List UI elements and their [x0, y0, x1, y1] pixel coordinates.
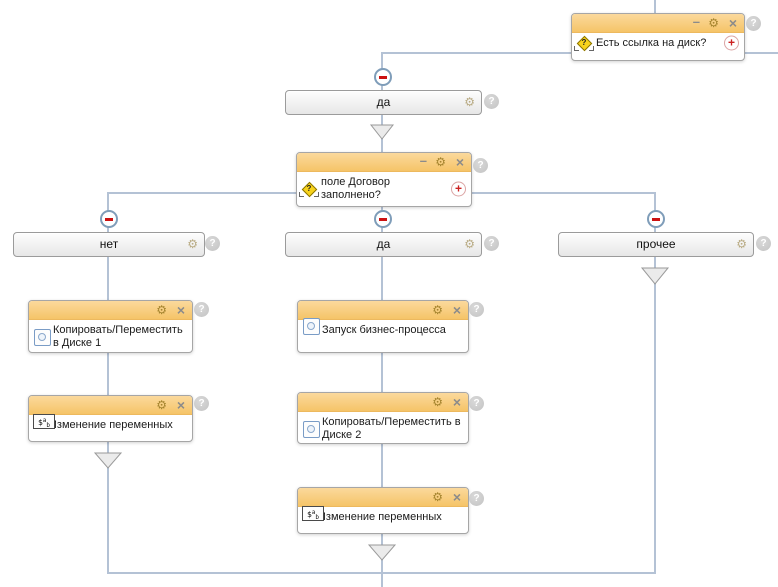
settings-icon[interactable]: ⚙ [156, 303, 167, 317]
collapse-toggle[interactable] [647, 210, 665, 228]
collapse-toggle[interactable] [100, 210, 118, 228]
action-copy-move-disk2[interactable]: ⚙ × Копировать/Переместить в Диске 2 [297, 392, 469, 444]
block-header: ⚙ × [298, 301, 468, 320]
settings-icon[interactable]: ⚙ [156, 398, 167, 412]
close-icon[interactable]: × [452, 394, 461, 410]
copy-move-icon [303, 420, 320, 438]
add-branch-button[interactable]: + [451, 181, 466, 196]
settings-icon[interactable]: ⚙ [435, 155, 446, 169]
action-modify-variables-left[interactable]: ⚙ × $ab Изменение переменных [28, 395, 193, 442]
block-title: Есть ссылка на диск? [596, 37, 707, 49]
settings-icon[interactable]: ⚙ [708, 16, 719, 30]
block-body: $ab Изменение переменных [298, 506, 468, 527]
block-header: ⚙ × [29, 301, 192, 320]
variables-icon: $ab [302, 506, 324, 521]
connector-line [382, 257, 656, 574]
block-body: $ab Изменение переменных [29, 414, 192, 435]
settings-icon[interactable]: ⚙ [432, 490, 443, 504]
copy-move-icon [34, 328, 51, 346]
help-icon[interactable]: ? [469, 396, 484, 411]
block-body: ? поле Договор заполнено? + [297, 172, 471, 205]
block-title: поле Договор заполнено? [321, 176, 390, 201]
minus-icon [379, 75, 387, 79]
connector-line [470, 192, 656, 232]
close-icon[interactable]: × [452, 489, 461, 505]
help-icon[interactable]: ? [205, 236, 220, 251]
settings-icon[interactable]: ⚙ [736, 237, 747, 251]
block-header: – ⚙ × [297, 153, 471, 172]
branch-no[interactable]: нет ⚙ [13, 232, 205, 257]
branch-label: нет [99, 237, 119, 251]
add-branch-button[interactable]: + [724, 35, 739, 51]
flow-arrow [93, 452, 123, 469]
connector-line [107, 440, 382, 574]
start-bp-icon [303, 318, 320, 335]
minimize-icon[interactable]: – [692, 14, 700, 29]
condition-block-disk-link[interactable]: – ⚙ × ? Есть ссылка на диск? + [571, 13, 745, 61]
block-header: ⚙ × [298, 393, 468, 412]
collapse-toggle[interactable] [374, 68, 392, 86]
help-icon[interactable]: ? [484, 94, 499, 109]
connector-line [381, 52, 571, 90]
settings-icon[interactable]: ⚙ [187, 237, 198, 251]
close-icon[interactable]: × [728, 15, 737, 31]
close-icon[interactable]: × [455, 154, 464, 170]
block-header: ⚙ × [29, 396, 192, 415]
block-title: Копировать/Переместить в Диске 1 [53, 324, 183, 349]
help-icon[interactable]: ? [469, 491, 484, 506]
branch-label: прочее [636, 237, 676, 251]
minus-icon [105, 217, 113, 221]
block-body: Копировать/Переместить в Диске 2 [298, 412, 468, 445]
flow-arrow [367, 544, 397, 561]
branch-label: да [376, 237, 391, 251]
minimize-icon[interactable]: – [419, 153, 427, 168]
settings-icon[interactable]: ⚙ [432, 303, 443, 317]
close-icon[interactable]: × [176, 302, 185, 318]
condition-block-contract-filled[interactable]: – ⚙ × ? поле Договор заполнено? + [296, 152, 472, 207]
block-header: – ⚙ × [572, 14, 744, 33]
help-icon[interactable]: ? [756, 236, 771, 251]
action-start-business-process[interactable]: ⚙ × Запуск бизнес-процесса [297, 300, 469, 353]
settings-icon[interactable]: ⚙ [432, 395, 443, 409]
block-body: Копировать/Переместить в Диске 1 [29, 320, 192, 353]
branch-yes-top[interactable]: да ⚙ [285, 90, 482, 115]
action-modify-variables-mid[interactable]: ⚙ × $ab Изменение переменных [297, 487, 469, 534]
block-body: Запуск бизнес-процесса [298, 318, 468, 340]
help-icon[interactable]: ? [473, 158, 488, 173]
block-title: Запуск бизнес-процесса [322, 324, 446, 336]
block-header: ⚙ × [298, 488, 468, 507]
help-icon[interactable]: ? [469, 302, 484, 317]
branch-label: да [376, 95, 391, 109]
minus-icon [379, 217, 387, 221]
variables-icon: $ab [33, 414, 55, 429]
help-icon[interactable]: ? [194, 396, 209, 411]
condition-icon: ? [574, 35, 594, 52]
branch-yes[interactable]: да ⚙ [285, 232, 482, 257]
flow-arrow [369, 124, 395, 140]
help-icon[interactable]: ? [194, 302, 209, 317]
close-icon[interactable]: × [452, 302, 461, 318]
branch-other[interactable]: прочее ⚙ [558, 232, 754, 257]
help-icon[interactable]: ? [746, 16, 761, 31]
collapse-toggle[interactable] [374, 210, 392, 228]
block-title: Изменение переменных [49, 419, 173, 431]
settings-icon[interactable]: ⚙ [464, 95, 475, 109]
help-icon[interactable]: ? [484, 236, 499, 251]
condition-icon: ? [299, 181, 319, 197]
settings-icon[interactable]: ⚙ [464, 237, 475, 251]
minus-icon [652, 217, 660, 221]
block-title: Изменение переменных [318, 511, 442, 523]
block-title: Копировать/Переместить в Диске 2 [322, 416, 461, 441]
close-icon[interactable]: × [176, 397, 185, 413]
connector-line [107, 192, 296, 232]
block-body: ? Есть ссылка на диск? + [572, 33, 744, 53]
action-copy-move-disk1[interactable]: ⚙ × Копировать/Переместить в Диске 1 [28, 300, 193, 353]
flow-arrow [640, 267, 670, 285]
